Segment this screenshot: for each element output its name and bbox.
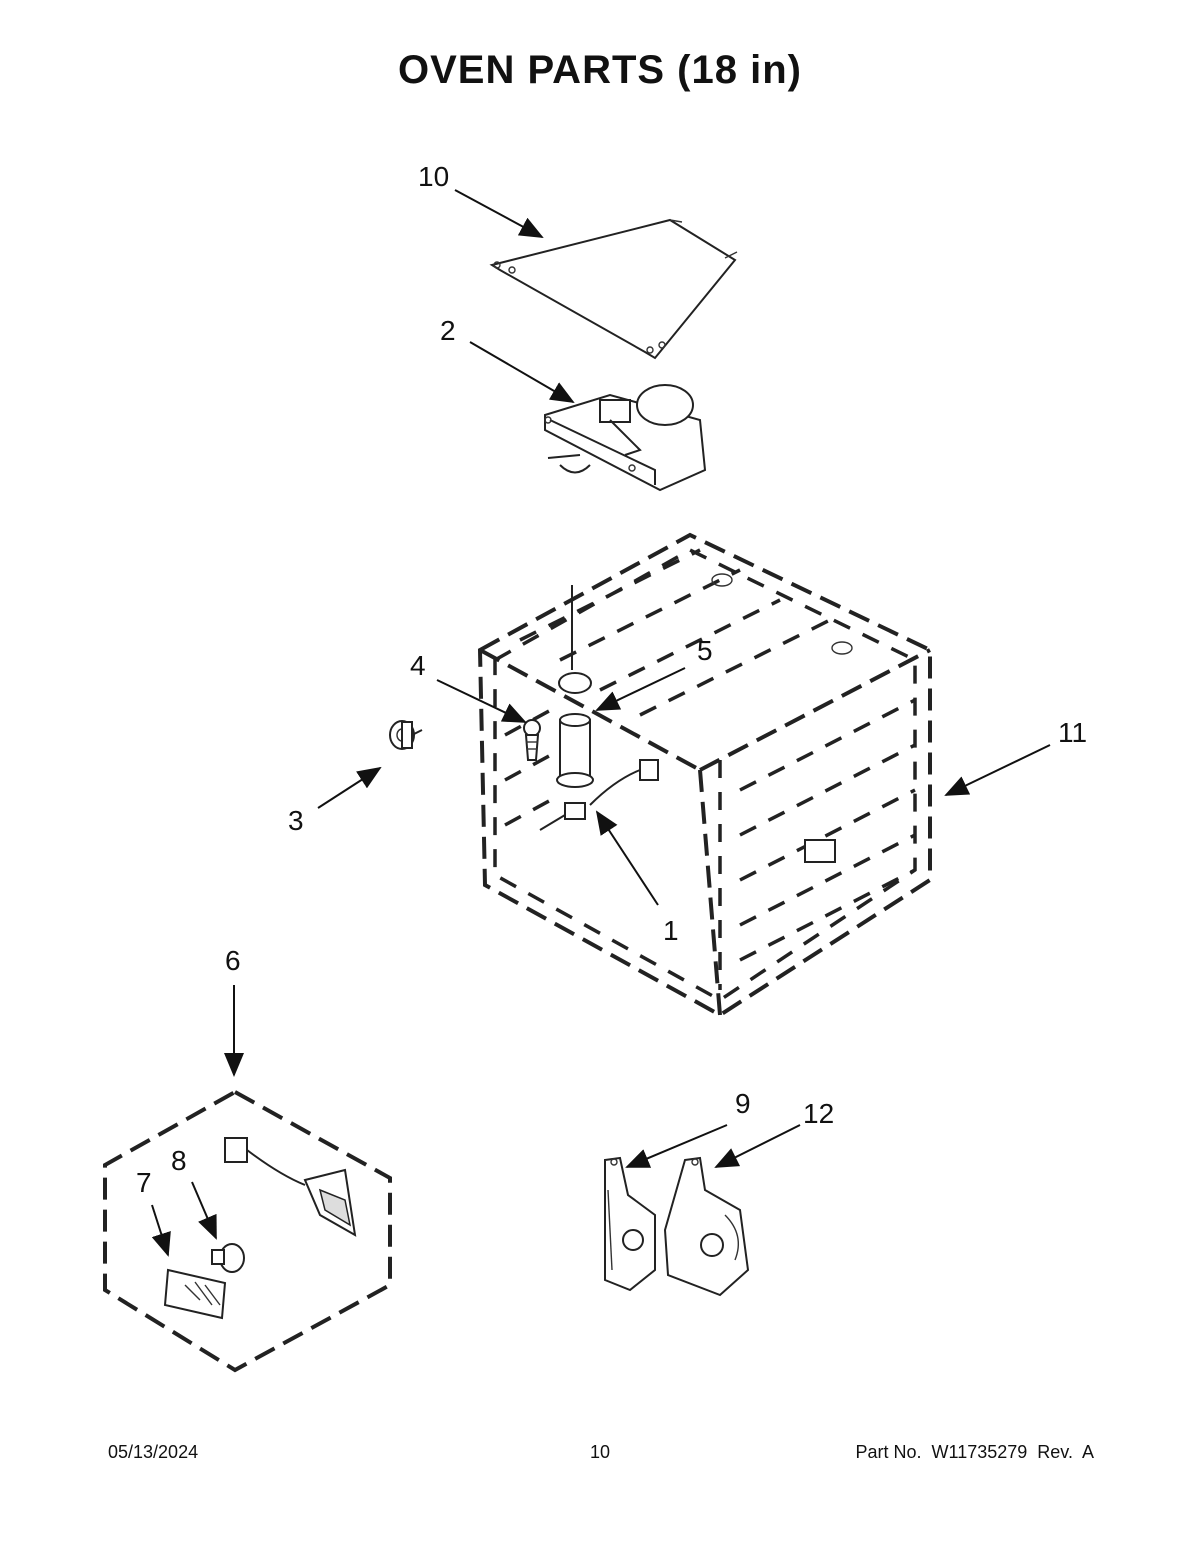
- part-1-bracket[interactable]: [539, 759, 659, 831]
- callout-9: 9: [735, 1088, 751, 1119]
- callout-11: 11: [1058, 717, 1087, 748]
- callout-3: 3: [288, 805, 304, 836]
- part-4-screw[interactable]: [523, 719, 541, 761]
- part-7-lens[interactable]: [163, 1268, 227, 1320]
- part-10-plate[interactable]: [489, 218, 738, 360]
- footer-page-number: 10: [589, 1442, 611, 1462]
- callout-12: 12: [803, 1098, 834, 1129]
- footer-part-number: Part No. W11735279 Rev. A: [855, 1442, 1094, 1462]
- part-11-oven-cavity[interactable]: [477, 532, 932, 1018]
- callout-4: 4: [410, 650, 426, 681]
- callout-2: 2: [440, 315, 456, 346]
- callout-10: 10: [418, 161, 449, 192]
- footer-date: 05/13/2024: [108, 1442, 199, 1462]
- page-title: OVEN PARTS (18 in): [398, 48, 802, 92]
- callout-7: 7: [136, 1167, 152, 1198]
- part-12-hinge[interactable]: [663, 1156, 750, 1297]
- part-3-bumper[interactable]: [389, 720, 423, 750]
- callout-1: 1: [663, 915, 679, 946]
- part-8-bulb[interactable]: [211, 1243, 245, 1273]
- callout-5: 5: [697, 635, 713, 666]
- part-2-latch-assembly[interactable]: [544, 384, 707, 492]
- callout-8: 8: [171, 1145, 187, 1176]
- part-9-hinge[interactable]: [604, 1156, 656, 1292]
- part-5-sensor[interactable]: [556, 713, 594, 788]
- callout-6: 6: [225, 945, 241, 976]
- part-6-light-assembly[interactable]: [103, 1089, 392, 1373]
- leader-arrows: [151, 189, 1051, 1257]
